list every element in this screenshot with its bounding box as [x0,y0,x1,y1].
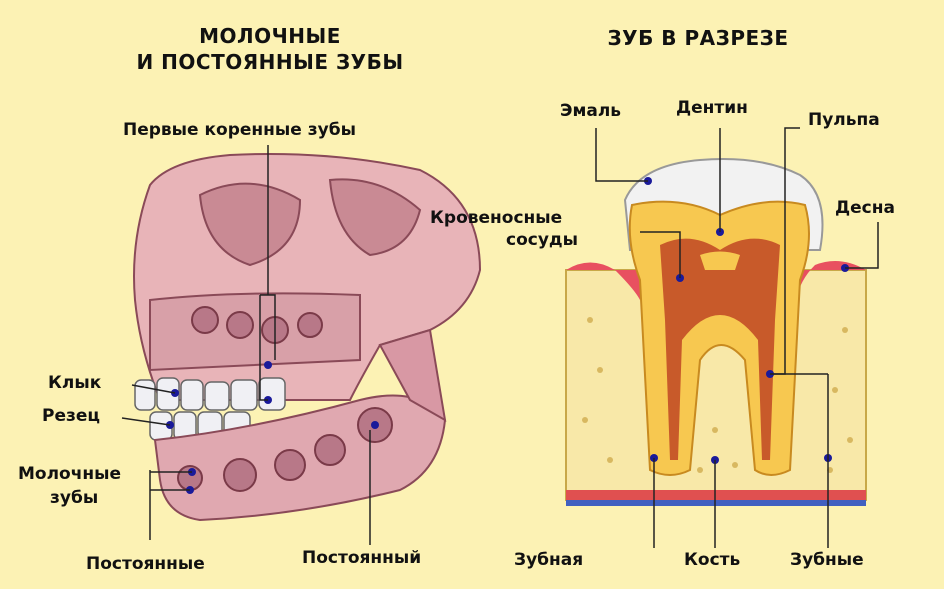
tooth-leader-lines [595,127,879,548]
label-milk-teeth-line1: Молочные [18,464,122,484]
skull-leader-lines [121,145,371,545]
label-blood-vessels-line1: Кровеносные [430,208,563,228]
label-incisor: Резец [42,406,100,426]
label-milk-teeth-line2: зубы [50,488,99,508]
label-bone: Кость [684,550,741,570]
label-enamel: Эмаль [560,101,622,121]
label-dentin: Дентин [676,98,748,118]
label-gum: Десна [835,198,895,218]
label-permanent-plural: Постоянные [86,554,205,574]
label-dental: Зубная [514,550,584,570]
label-first-molars: Первые коренные зубы [123,120,356,140]
left-title-line2: И ПОСТОЯННЫЕ ЗУБЫ [136,50,404,74]
skull-illustration [133,153,482,522]
label-permanent-single: Постоянный [302,548,422,568]
label-blood-vessels-line2: сосуды [506,230,579,250]
right-title: ЗУБ В РАЗРЕЗЕ [607,26,789,50]
left-title-line1: МОЛОЧНЫЕ [199,24,341,48]
label-dental-plural: Зубные [790,550,864,570]
tooth-section-illustration [565,158,867,506]
label-canine: Клык [48,373,102,393]
label-pulp: Пульпа [808,110,880,130]
